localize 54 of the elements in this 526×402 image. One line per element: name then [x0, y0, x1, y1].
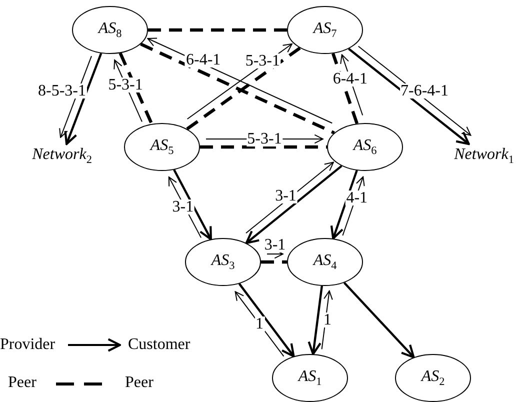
route-advertisement-arrow [308, 286, 323, 356]
as-ellipse [287, 238, 363, 286]
edge-label: 5-3-1 [107, 77, 144, 92]
as-ellipse [272, 354, 348, 402]
edge-label: 8-5-3-1 [37, 83, 87, 98]
as-ellipse [124, 123, 200, 171]
route-advertisement-arrow [330, 170, 358, 240]
route-advertisement-arrow [348, 48, 470, 146]
as-label: AS$_{2}$ [421, 368, 445, 388]
route-advertisement-arrow [168, 176, 202, 238]
edge-label: 1 [254, 316, 264, 332]
route-advertisement-arrow [238, 283, 295, 358]
edge-label: 4-1 [345, 190, 369, 206]
relation-label: Customer [128, 336, 190, 354]
as-ellipse [395, 354, 471, 402]
edge-label: 5-3-1 [244, 53, 281, 68]
route-advertisement-arrow [342, 176, 365, 236]
as-label: AS$_{5}$ [150, 136, 174, 158]
as-label: AS$_{6}$ [353, 136, 377, 158]
route-advertisement-arrow [321, 290, 333, 350]
as-ellipse [327, 123, 403, 171]
route-advertisement-arrow [173, 169, 212, 240]
network-label: Network$_{1}$ [454, 146, 514, 166]
edge-label: 5-3-1 [246, 132, 283, 146]
legend-label: Peer [8, 374, 36, 392]
peer-link [118, 52, 154, 125]
as-label: AS$_{4}$ [313, 252, 337, 272]
peer-link [140, 42, 335, 134]
legend-label: Provider [0, 336, 56, 354]
edge-label: 3-1 [171, 200, 195, 215]
route-advertisement-arrow [64, 52, 102, 146]
edge-label: 3-1 [263, 238, 287, 252]
edge-label: 6-4-1 [332, 71, 368, 86]
as-label: AS$_{3}$ [211, 252, 235, 272]
network-label: Network$_{2}$ [32, 146, 92, 166]
edge-label: 3-1 [274, 188, 298, 204]
peer-link [200, 145, 327, 149]
as-ellipse [287, 6, 363, 54]
as-ellipse [185, 238, 261, 286]
peer-link [186, 46, 301, 130]
as-label: AS$_{7}$ [313, 20, 337, 40]
route-advertisement-arrow [246, 162, 334, 234]
peer-link [261, 260, 287, 264]
route-advertisement-arrow [343, 282, 415, 358]
relation-label: Peer [125, 374, 154, 392]
edge-label: 1 [322, 312, 333, 328]
route-advertisement-arrow [234, 291, 284, 357]
as-ellipse [72, 6, 148, 54]
as-label: AS$_{8}$ [98, 20, 122, 40]
as-label: AS$_{1}$ [298, 368, 322, 388]
edge-label: 6-4-1 [185, 52, 222, 68]
route-advertisement-arrow [245, 165, 342, 244]
peer-link [148, 28, 287, 32]
edge-label: 7-6-4-1 [400, 83, 450, 98]
